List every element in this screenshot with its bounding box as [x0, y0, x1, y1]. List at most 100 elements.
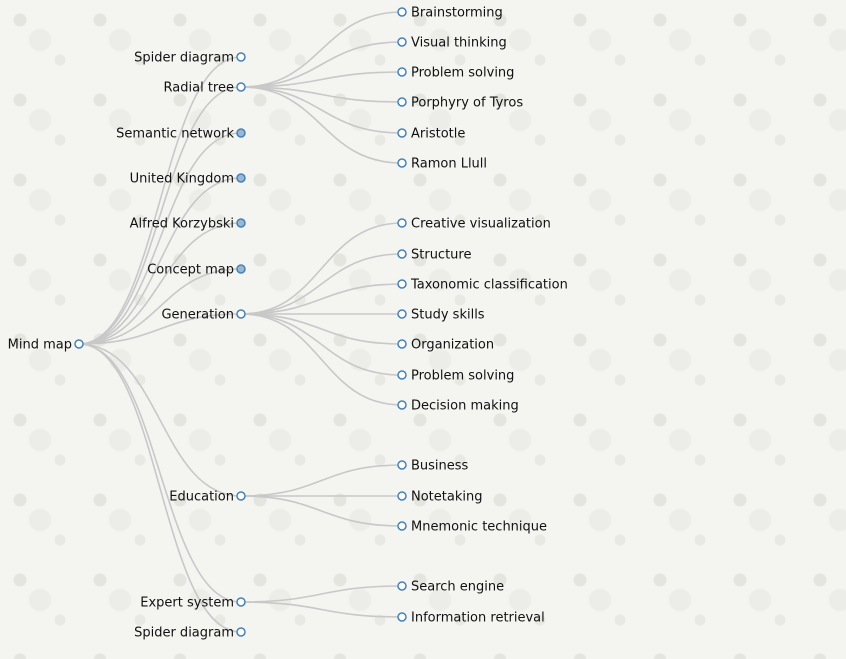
link-expert-system-information-retrieval	[240, 601, 403, 618]
node-circle-icon[interactable]	[397, 400, 407, 410]
node-circle-icon[interactable]	[397, 491, 407, 501]
node-alfred-korzybski[interactable]: Alfred Korzybski	[130, 217, 246, 232]
link-radial-tree-visual-thinking	[240, 41, 403, 88]
link-generation-creative-visualization	[240, 222, 403, 315]
node-ramon-llull[interactable]: Ramon Llull	[397, 157, 487, 172]
link-root-concept-map	[78, 268, 242, 345]
node-label: Spider diagram	[134, 626, 234, 641]
node-study-skills[interactable]: Study skills	[397, 308, 485, 323]
node-circle-icon[interactable]	[397, 218, 407, 228]
node-label: Creative visualization	[411, 217, 551, 232]
node-circle-icon[interactable]	[236, 173, 246, 183]
node-label: Taxonomic classification	[410, 278, 568, 293]
node-label: Business	[411, 459, 469, 474]
node-label: Concept map	[147, 263, 234, 278]
node-taxonomic-classification[interactable]: Taxonomic classification	[397, 278, 568, 293]
node-label: Visual thinking	[411, 36, 507, 51]
node-label: Decision making	[411, 399, 519, 414]
node-label: Brainstorming	[411, 6, 503, 21]
node-mnemonic-technique[interactable]: Mnemonic technique	[397, 520, 547, 535]
node-circle-icon[interactable]	[236, 52, 246, 62]
node-label: Study skills	[411, 308, 485, 323]
node-label: United Kingdom	[130, 172, 234, 187]
link-root-expert-system	[78, 343, 242, 603]
node-circle-icon[interactable]	[236, 309, 246, 319]
node-search-engine[interactable]: Search engine	[397, 580, 504, 595]
node-circle-icon[interactable]	[397, 460, 407, 470]
node-circle-icon[interactable]	[397, 158, 407, 168]
node-label: Problem solving	[411, 66, 514, 81]
link-radial-tree-aristotle	[240, 86, 403, 134]
node-information-retrieval[interactable]: Information retrieval	[397, 611, 545, 626]
node-circle-icon[interactable]	[236, 491, 246, 501]
node-label: Mnemonic technique	[411, 520, 547, 535]
node-aristotle[interactable]: Aristotle	[397, 127, 465, 142]
node-brainstorming[interactable]: Brainstorming	[397, 6, 503, 21]
link-generation-structure	[240, 253, 403, 315]
node-circle-icon[interactable]	[397, 521, 407, 531]
node-label: Ramon Llull	[411, 157, 487, 172]
link-root-generation	[78, 313, 242, 345]
node-circle-icon[interactable]	[397, 7, 407, 17]
node-circle-icon[interactable]	[397, 370, 407, 380]
link-education-business	[240, 464, 403, 497]
node-circle-icon[interactable]	[397, 37, 407, 47]
node-porphyry-of-tyros[interactable]: Porphyry of Tyros	[397, 96, 523, 111]
node-creative-visualization[interactable]: Creative visualization	[397, 217, 551, 232]
node-circle-icon[interactable]	[236, 128, 246, 138]
link-generation-decision-making	[240, 313, 403, 406]
node-problem-solving[interactable]: Problem solving	[397, 66, 514, 81]
link-generation-organization	[240, 313, 403, 345]
node-label: Organization	[411, 338, 494, 353]
link-root-alfred-korzybski	[78, 222, 242, 345]
node-mind-map[interactable]: Mind map	[8, 338, 84, 353]
node-structure[interactable]: Structure	[397, 248, 471, 263]
node-label: Generation	[161, 308, 234, 323]
node-visual-thinking[interactable]: Visual thinking	[397, 36, 507, 51]
node-united-kingdom[interactable]: United Kingdom	[130, 172, 246, 187]
node-notetaking[interactable]: Notetaking	[397, 490, 482, 505]
node-spider-diagram[interactable]: Spider diagram	[134, 51, 246, 66]
link-root-semantic-network	[78, 132, 242, 345]
link-root-united-kingdom	[78, 177, 242, 345]
node-circle-icon[interactable]	[397, 249, 407, 259]
node-education[interactable]: Education	[169, 490, 246, 505]
link-root-radial-tree	[78, 86, 242, 345]
node-label: Mind map	[8, 338, 72, 353]
node-business[interactable]: Business	[397, 459, 469, 474]
link-root-spider-diagram	[78, 56, 242, 345]
node-spider-diagram[interactable]: Spider diagram	[134, 626, 246, 641]
node-problem-solving[interactable]: Problem solving	[397, 369, 514, 384]
node-concept-map[interactable]: Concept map	[147, 263, 246, 278]
link-generation-taxonomic-classification	[240, 283, 403, 315]
node-label: Aristotle	[411, 127, 465, 142]
node-circle-icon[interactable]	[397, 581, 407, 591]
node-radial-tree[interactable]: Radial tree	[164, 81, 246, 96]
link-radial-tree-problem-solving	[240, 71, 403, 88]
node-circle-icon[interactable]	[397, 128, 407, 138]
node-circle-icon[interactable]	[397, 339, 407, 349]
node-circle-icon[interactable]	[397, 612, 407, 622]
node-expert-system[interactable]: Expert system	[140, 596, 246, 611]
node-generation[interactable]: Generation	[161, 308, 246, 323]
node-circle-icon[interactable]	[397, 67, 407, 77]
node-label: Notetaking	[411, 490, 482, 505]
link-radial-tree-porphyry-of-tyros	[240, 86, 403, 103]
node-circle-icon[interactable]	[397, 279, 407, 289]
node-circle-icon[interactable]	[236, 627, 246, 637]
tree-links	[78, 11, 403, 633]
link-generation-problem-solving	[240, 313, 403, 376]
node-circle-icon[interactable]	[397, 97, 407, 107]
node-circle-icon[interactable]	[236, 597, 246, 607]
link-root-spider-diagram	[78, 343, 242, 633]
node-decision-making[interactable]: Decision making	[397, 399, 519, 414]
node-circle-icon[interactable]	[236, 82, 246, 92]
node-organization[interactable]: Organization	[397, 338, 494, 353]
node-label: Structure	[411, 248, 471, 263]
node-semantic-network[interactable]: Semantic network	[116, 127, 246, 142]
node-circle-icon[interactable]	[236, 264, 246, 274]
node-circle-icon[interactable]	[397, 309, 407, 319]
node-circle-icon[interactable]	[74, 339, 84, 349]
node-circle-icon[interactable]	[236, 218, 246, 228]
